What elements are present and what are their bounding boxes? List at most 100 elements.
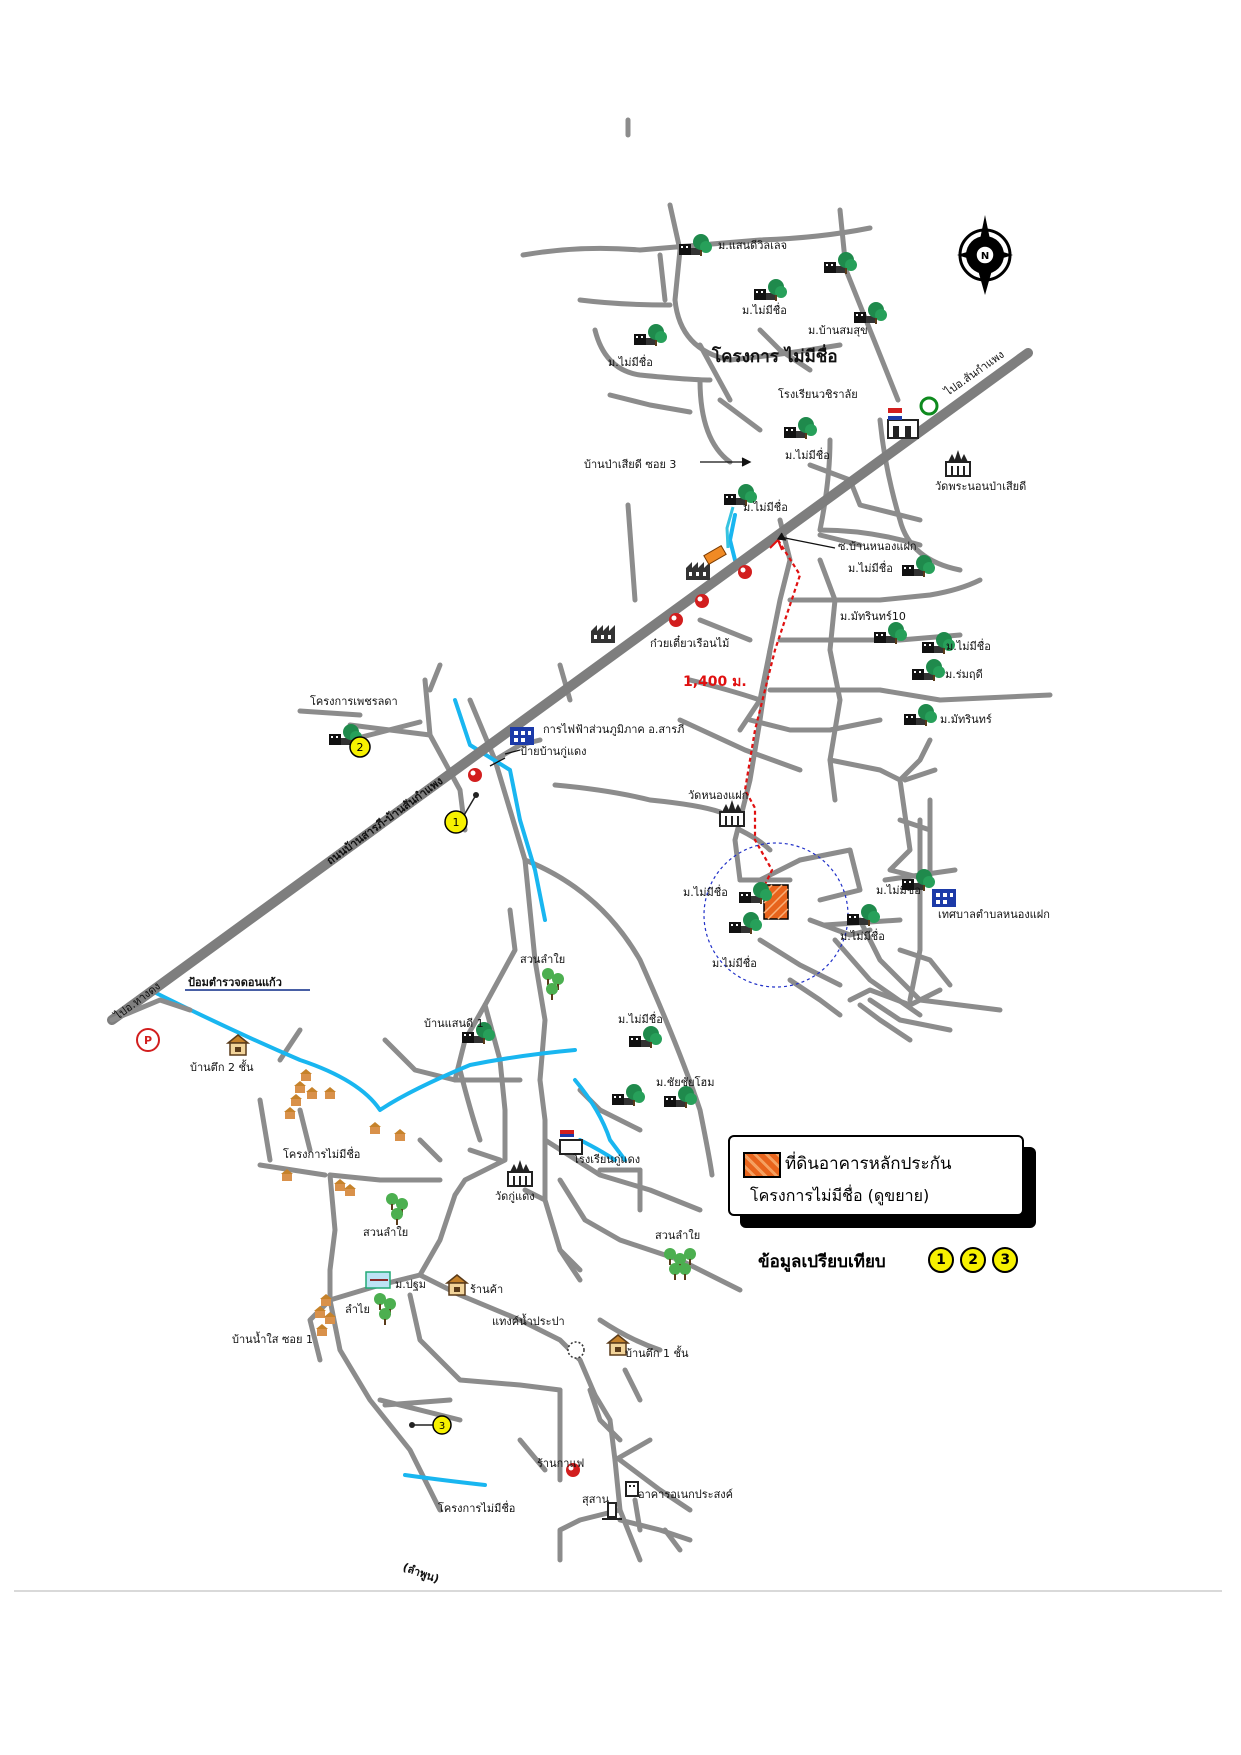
office-icon [510, 727, 534, 745]
hut-icon [290, 1094, 302, 1106]
label-vill-noname-8: ม.ไม่มีชื่อ [712, 955, 757, 970]
label-sign-ban-ku: ป้ายบ้านกู่แดง [520, 745, 587, 758]
svg-text:P: P [144, 1034, 152, 1047]
label-vill-noname-3: ม.ไม่มีชื่อ [785, 447, 830, 462]
comparison-number-3: 3 [992, 1247, 1019, 1273]
parking-icon: P [136, 1028, 160, 1052]
project-title: โครงการ ไม่มีชื่อ [711, 344, 838, 367]
route-path [743, 539, 802, 896]
temple-icon [719, 799, 745, 827]
label-vill-mathrin: ม.มัทรินทร์ [940, 713, 992, 726]
label-vill-noname-9: ม.ไม่มีชื่อ [876, 882, 921, 897]
roundabout-icon [919, 396, 939, 416]
orchard-icon [664, 1248, 676, 1265]
main-highway [107, 348, 1033, 1025]
label-tambon-office: เทศบาลตำบลหนองแฝก [938, 908, 1050, 921]
orchard-icon [391, 1208, 403, 1225]
orchard-icon [374, 1293, 386, 1310]
label-distance: 1,400 ม. [683, 674, 747, 690]
pointer-arrows [489, 457, 836, 767]
village-icon [664, 1086, 697, 1108]
page-divider [14, 1590, 1222, 1592]
label-vill-mathuri: ม.มัทรินทร์10 [840, 610, 906, 623]
label-proj-noname-1: โครงการไม่มีชื่อ [283, 1146, 360, 1161]
label-ban-teuk-1: บ้านตึก 1 ชั้น [625, 1345, 689, 1360]
label-suan-lamyai-1: สวนลำใย [520, 953, 565, 966]
svg-text:3: 3 [439, 1421, 445, 1432]
route-cyan-link [725, 506, 735, 549]
legend-line-2: โครงการไม่มีชื่อ (ดูขยาย) [750, 1186, 930, 1205]
label-wat-nongfaek: วัดหนองแฝก [688, 789, 748, 802]
label-vill-noname-10: ม.ไม่มีชื่อ [840, 928, 885, 943]
village-icon [784, 417, 817, 439]
village-icon [612, 1084, 645, 1106]
village-icon [904, 704, 937, 726]
orchard-icon [669, 1263, 681, 1280]
label-building: อาคารอเนกประสงค์ [638, 1488, 733, 1501]
label-vill-bansomsuk: ม.บ้านสมสุข [808, 324, 868, 337]
label-proj-petch: โครงการเพชรลดา [310, 694, 398, 708]
svg-text:1: 1 [453, 816, 460, 829]
hut-icon [306, 1087, 318, 1099]
building-icon [625, 1481, 639, 1497]
poi-icon [468, 768, 482, 782]
label-vill-noname-4: ม.ไม่มีชื่อ [743, 499, 788, 514]
label-pea-office: การไฟฟ้าส่วนภูมิภาค อ.สารภี [543, 723, 684, 736]
village-icon [912, 659, 945, 681]
svg-text:2: 2 [357, 741, 364, 754]
village-icon [874, 622, 907, 644]
factory-icon [591, 625, 615, 643]
label-vill-chai: ม.ชัยชัยโฮม [656, 1075, 714, 1089]
village-icon [847, 904, 880, 926]
label-wat-ku: วัดกู่แดง [495, 1190, 535, 1203]
poi-icon [669, 613, 683, 627]
label-vill-noname-1: ม.ไม่มีชื่อ [742, 302, 787, 317]
comparison-numbers: 1 2 3 [928, 1247, 1019, 1273]
label-soi-nongfaek: ซ.บ้านหนองแฝก [838, 540, 917, 553]
label-shop: ร้านค้า [470, 1283, 503, 1296]
compass-letter: N [981, 251, 989, 262]
orange-vehicle-icon [703, 544, 727, 566]
hut-icon [344, 1184, 356, 1196]
temple-icon [507, 1159, 533, 1187]
comparison-number-1: 1 [928, 1247, 954, 1273]
label-school-ku: โรงเรียนกู่แดง [573, 1152, 640, 1166]
office-icon [932, 889, 956, 907]
hut-icon [316, 1324, 328, 1336]
label-vill-romruedi: ม.ร่มฤดี [945, 668, 983, 681]
factory-icon [686, 562, 710, 580]
road-network [257, 117, 1053, 1563]
village-icon [754, 279, 787, 301]
village-icon [629, 1026, 662, 1048]
hut-icon [294, 1081, 306, 1093]
label-cafe: ร้านกาแฟ [537, 1457, 584, 1470]
school-icon [887, 408, 919, 439]
village-icon [634, 324, 667, 346]
label-suan-lamyai-2: สวนลำใย [363, 1226, 408, 1239]
map-labels: ม.แสนดีวิลเลจ ม.ไม่มีชื่อ ม.บ้านสมสุข ม.… [111, 239, 1050, 1587]
marker-2: 2 [349, 736, 371, 758]
marker-1: 1 [444, 792, 479, 834]
water-tank-icon [567, 1341, 585, 1359]
poi-icon [695, 594, 709, 608]
compass-icon: N [957, 215, 1013, 295]
label-ban-sansuk: บ้านแสนดี 1 [424, 1017, 484, 1030]
label-vill-noname-7: ม.ไม่มีชื่อ [683, 884, 728, 899]
hut-icon [394, 1129, 406, 1141]
label-ban-pa-soi3: บ้านป่าเสียดี ซอย 3 [584, 458, 676, 471]
orchard-icon [546, 983, 558, 1000]
comparison-number-2: 2 [960, 1247, 987, 1273]
label-ban-teuk-2: บ้านตึก 2 ชั้น [190, 1059, 254, 1074]
temple-icon [945, 449, 971, 477]
orchard-icon [386, 1193, 398, 1210]
hut-icon [334, 1179, 346, 1191]
label-noodle-shop: ก๋วยเตี๋ยวเรือนไม้ [650, 634, 729, 650]
label-wat-pa: วัดพระนอนป่าเสียดี [935, 480, 1026, 493]
label-suan-lamyai-3: สวนลำใย [655, 1229, 700, 1242]
poi-icon [738, 565, 752, 579]
house-icon [446, 1274, 468, 1296]
comparison-label: ข้อมูลเปรียบเทียบ [758, 1252, 886, 1272]
village-icon [729, 912, 762, 934]
label-school-nawa: โรงเรียนวชิราลัย [778, 387, 858, 401]
